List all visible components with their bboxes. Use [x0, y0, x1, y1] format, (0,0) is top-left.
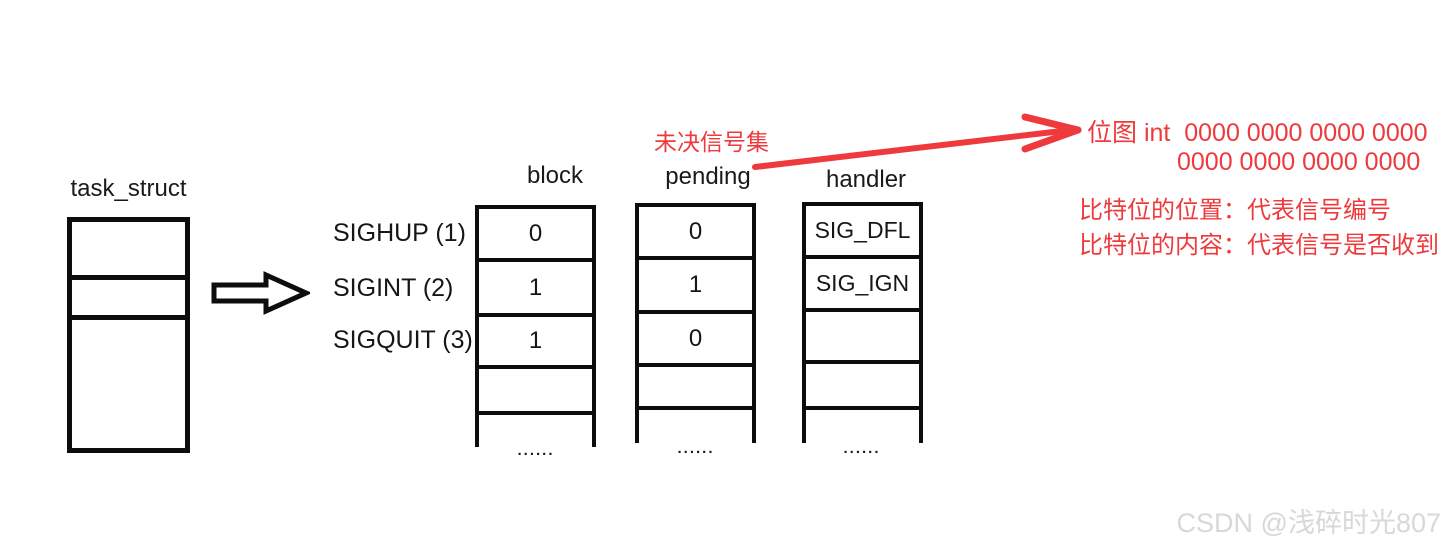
column-header-pending: pending	[665, 163, 751, 190]
handler-ellipsis: ......	[843, 440, 881, 457]
block-cell-4	[479, 369, 592, 415]
pending-cell-3: 0	[639, 314, 752, 367]
signal-label-sigquit: SIGQUIT (3)	[333, 326, 473, 354]
bit-content-note: 比特位的内容：代表信号是否收到	[1079, 232, 1439, 259]
column-pending: 0 1 0	[635, 203, 756, 443]
csdn-watermark: CSDN @浅碎时光807	[1176, 508, 1441, 538]
pending-cell-5	[639, 410, 752, 443]
bitmap-text-line1: 位图 int 0000 0000 0000 0000	[1087, 119, 1428, 147]
column-header-handler: handler	[825, 166, 907, 193]
handler-cell-4	[806, 364, 919, 410]
handler-cell-2: SIG_IGN	[806, 259, 919, 312]
red-right-arrow-icon	[740, 103, 1120, 183]
handler-cell-1: SIG_DFL	[806, 206, 919, 259]
bitmap-text-line2: 0000 0000 0000 0000	[1177, 148, 1421, 176]
signal-label-sigint: SIGINT (2)	[333, 274, 454, 302]
block-cell-1: 0	[479, 209, 592, 262]
pending-cell-2: 1	[639, 260, 752, 314]
block-cell-2: 1	[479, 262, 592, 317]
column-header-block: block	[526, 162, 584, 189]
pending-cell-4	[639, 367, 752, 410]
pending-cell-1: 0	[639, 207, 752, 260]
block-ellipsis: ......	[517, 442, 555, 459]
pending-set-label: 未决信号集	[654, 129, 769, 155]
column-handler: SIG_DFL SIG_IGN	[802, 202, 923, 443]
bit-position-note: 比特位的位置：代表信号编号	[1079, 197, 1391, 224]
task-struct-box	[67, 217, 190, 453]
block-right-arrow-icon	[210, 271, 310, 317]
task-struct-divider	[72, 315, 185, 320]
handler-cell-5	[806, 410, 919, 443]
task-struct-label: task_struct	[70, 175, 187, 202]
task-struct-divider	[72, 275, 185, 280]
block-cell-3: 1	[479, 317, 592, 369]
column-block: 0 1 1	[475, 205, 596, 447]
handler-cell-3	[806, 312, 919, 364]
pending-ellipsis: ......	[677, 440, 715, 457]
signal-label-sighup: SIGHUP (1)	[333, 219, 466, 247]
